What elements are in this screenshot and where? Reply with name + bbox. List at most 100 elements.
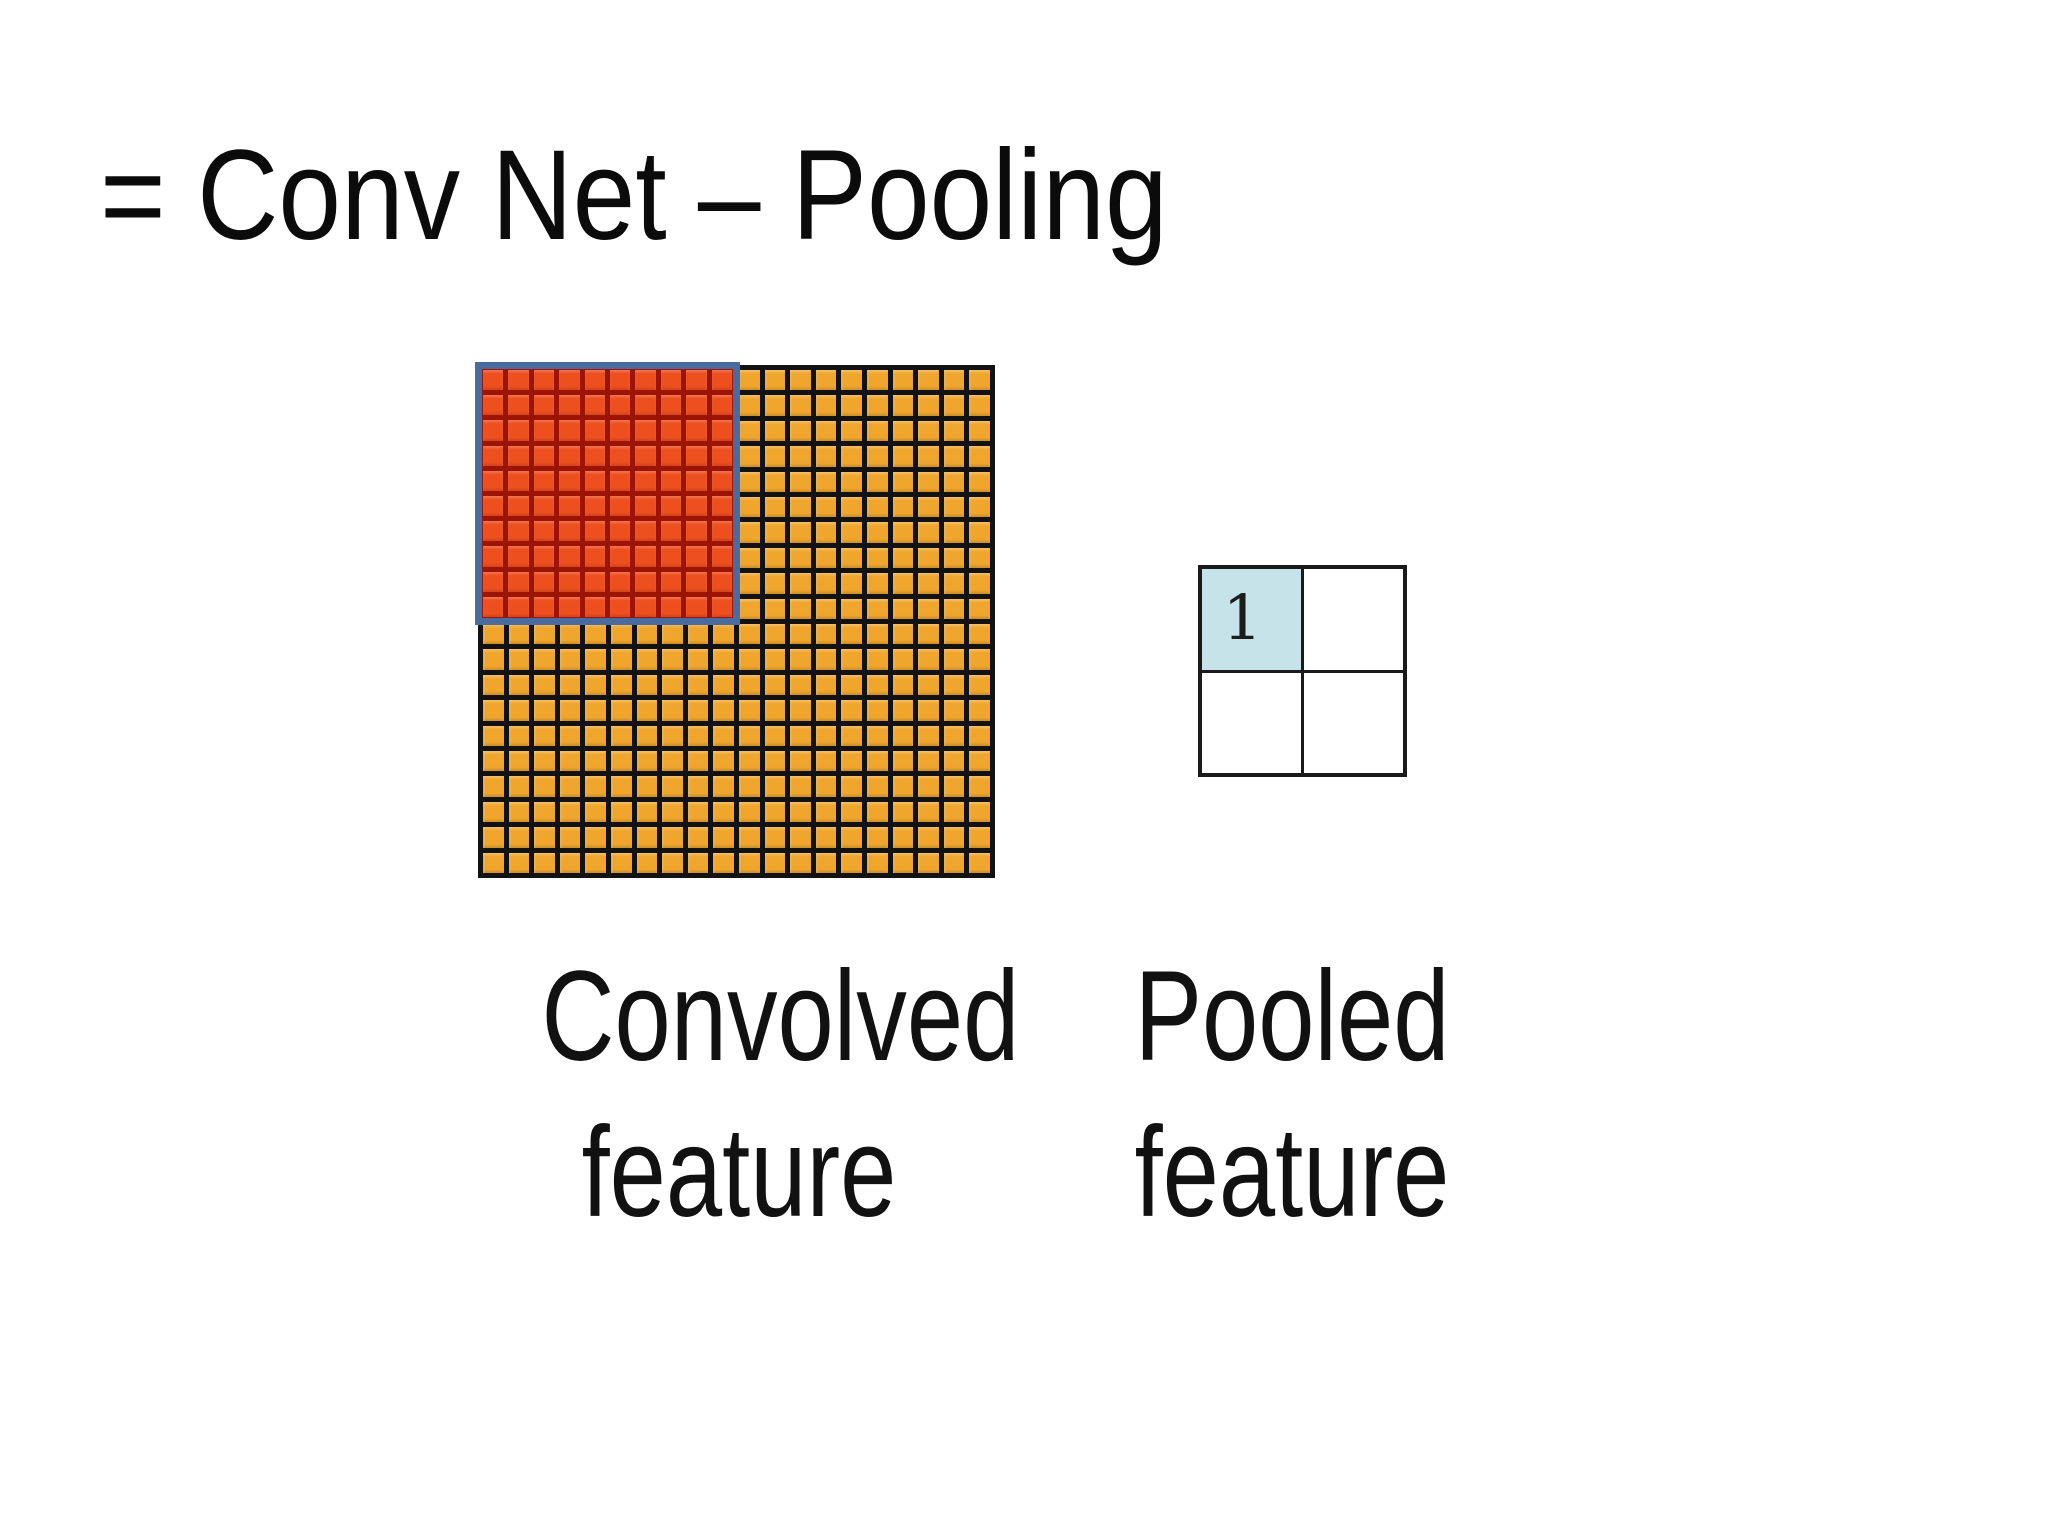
convolved-grid-cell: [662, 801, 683, 823]
convolved-grid-cell: [943, 370, 965, 391]
convolved-grid-cell: [559, 725, 581, 746]
convolved-grid-cell: [662, 827, 683, 848]
convolved-grid-cell: [892, 852, 914, 873]
convolved-grid-cell: [559, 700, 581, 721]
convolved-grid-cell: [713, 598, 734, 619]
convolved-grid-cell: [559, 776, 581, 797]
convolved-grid-cell: [841, 420, 862, 442]
convolved-grid-cell: [841, 547, 862, 569]
convolved-grid-cell: [559, 827, 581, 848]
convolved-grid-cell: [483, 725, 504, 746]
convolved-grid-cell: [662, 674, 683, 696]
convolved-grid-cell: [943, 852, 965, 873]
convolved-grid-cell: [841, 649, 862, 670]
convolved-grid-cell: [764, 395, 786, 416]
convolved-grid-cell: [585, 522, 606, 543]
convolved-grid-cell: [918, 725, 939, 746]
convolved-grid-cell: [687, 674, 709, 696]
convolved-grid-cell: [918, 370, 939, 391]
convolved-grid-cell: [739, 750, 760, 772]
convolved-grid-cell: [969, 750, 990, 772]
convolved-grid-cell: [687, 623, 709, 645]
convolved-grid-cell: [508, 370, 530, 391]
convolved-grid-cell: [790, 776, 811, 797]
convolved-grid-cell: [867, 395, 888, 416]
convolved-grid-cell: [892, 547, 914, 569]
convolved-grid-cell: [713, 573, 734, 594]
convolved-grid-cell: [918, 750, 939, 772]
convolved-grid-cell: [483, 420, 504, 442]
convolved-grid-cell: [662, 623, 683, 645]
convolved-grid-cell: [739, 674, 760, 696]
convolved-grid-cell: [508, 750, 530, 772]
convolved-grid-cell: [636, 420, 658, 442]
convolved-grid-cell: [483, 573, 504, 594]
convolved-feature-grid: [478, 365, 995, 878]
convolved-grid-cell: [662, 852, 683, 873]
convolved-grid-cell: [636, 496, 658, 518]
convolved-grid-cell: [611, 700, 632, 721]
convolved-grid-cell: [764, 496, 786, 518]
convolved-grid-cell: [713, 395, 734, 416]
convolved-grid-cell: [764, 750, 786, 772]
convolved-grid-cell: [918, 395, 939, 416]
convolved-grid-cell: [918, 827, 939, 848]
convolved-grid-cell: [611, 776, 632, 797]
convolved-grid-cell: [790, 395, 811, 416]
convolved-grid-cell: [483, 496, 504, 518]
convolved-grid-cell: [867, 496, 888, 518]
convolved-grid-cell: [841, 395, 862, 416]
convolved-grid-cell: [943, 446, 965, 467]
convolved-grid-cell: [508, 598, 530, 619]
convolved-grid-cell: [585, 725, 606, 746]
convolved-grid-cell: [764, 623, 786, 645]
convolved-grid-cell: [867, 547, 888, 569]
convolved-grid-cell: [943, 801, 965, 823]
convolved-grid-cell: [636, 801, 658, 823]
convolved-grid-cell: [559, 420, 581, 442]
convolved-grid-cell: [687, 395, 709, 416]
convolved-grid-cell: [585, 446, 606, 467]
convolved-grid-cell: [969, 573, 990, 594]
convolved-grid-cell: [508, 496, 530, 518]
convolved-grid-cell: [483, 827, 504, 848]
convolved-grid-cell: [534, 852, 555, 873]
convolved-grid-cell: [559, 623, 581, 645]
convolved-grid-cell: [508, 649, 530, 670]
convolved-grid-cell: [969, 649, 990, 670]
convolved-grid-cell: [559, 750, 581, 772]
convolved-grid-cell: [892, 725, 914, 746]
convolved-grid-cell: [687, 801, 709, 823]
convolved-feature-label: Convolved feature: [542, 939, 1020, 1251]
convolved-grid-cell: [534, 496, 555, 518]
convolved-grid-cell: [611, 471, 632, 492]
convolved-grid-cell: [585, 496, 606, 518]
convolved-grid-cell: [867, 471, 888, 492]
convolved-grid-cell: [483, 446, 504, 467]
convolved-grid-cell: [969, 547, 990, 569]
convolved-grid-cell: [585, 776, 606, 797]
convolved-grid-cell: [867, 446, 888, 467]
convolved-grid-cell: [943, 471, 965, 492]
convolved-grid-cell: [534, 522, 555, 543]
convolved-grid-cell: [943, 420, 965, 442]
convolved-grid-cell: [969, 725, 990, 746]
convolved-grid-cell: [943, 496, 965, 518]
convolved-grid-cell: [739, 522, 760, 543]
convolved-grid-cell: [841, 446, 862, 467]
convolved-grid-cell: [585, 827, 606, 848]
pooled-feature-grid: 1: [1198, 565, 1407, 777]
convolved-grid-cell: [534, 547, 555, 569]
convolved-grid-cell: [815, 852, 837, 873]
convolved-grid-cell: [611, 649, 632, 670]
convolved-grid-cell: [739, 801, 760, 823]
convolved-grid-cell: [790, 801, 811, 823]
convolved-grid-cell: [483, 801, 504, 823]
convolved-grid-cell: [559, 496, 581, 518]
convolved-grid-cell: [508, 852, 530, 873]
convolved-grid-cell: [585, 674, 606, 696]
convolved-grid-cell: [969, 623, 990, 645]
convolved-grid-cell: [534, 573, 555, 594]
convolved-grid-cell: [636, 471, 658, 492]
convolved-grid-cell: [867, 776, 888, 797]
